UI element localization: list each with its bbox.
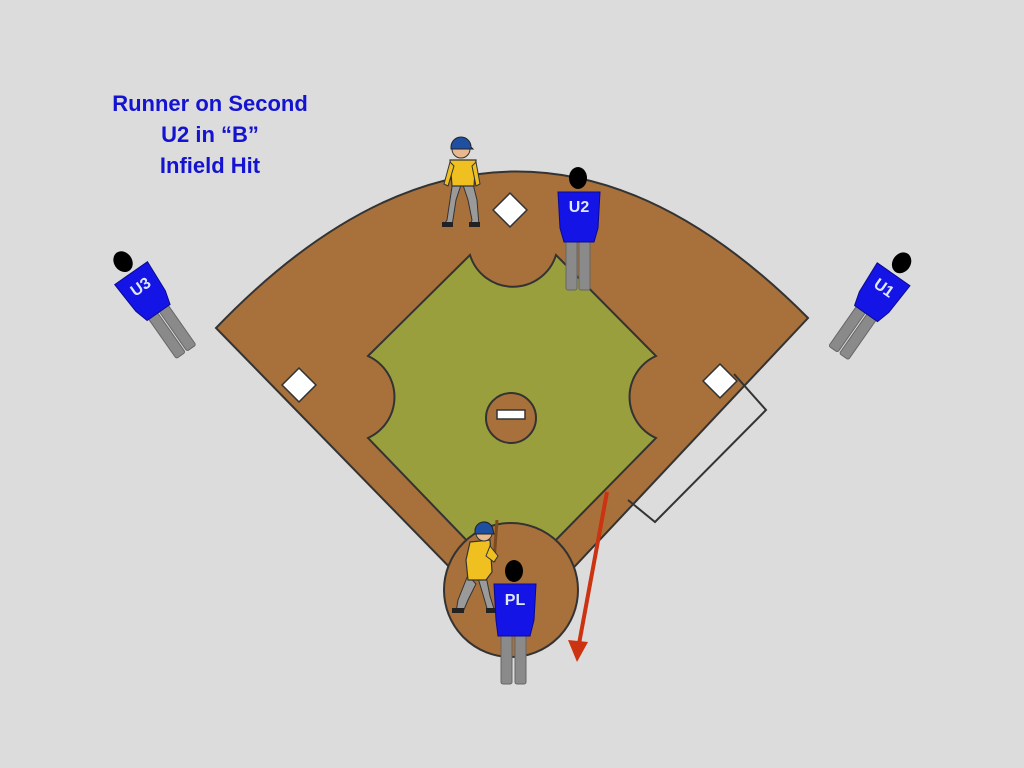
umpire-pl: PL	[493, 560, 537, 685]
first-base-coach-box	[627, 373, 768, 524]
umpire-u1: U1	[828, 252, 912, 360]
umpire-u2-label: U2	[569, 199, 590, 216]
batter-icon	[452, 519, 499, 613]
title-line-3: Infield Hit	[159, 153, 261, 178]
umpire-u2: U2	[557, 167, 601, 291]
second-base	[491, 191, 529, 229]
first-base	[701, 362, 739, 400]
title-line-1: Runner on Second	[112, 91, 308, 116]
umpire-u3: U3	[113, 251, 196, 359]
ball-direction-arrow	[568, 491, 609, 662]
diagram-title: Runner on Second U2 in “B” Infield Hit	[60, 88, 360, 181]
title-line-2: U2 in “B”	[161, 122, 259, 147]
umpire-pl-label: PL	[505, 592, 526, 609]
pitchers-rubber	[496, 409, 526, 420]
runner-on-second-icon	[442, 136, 481, 227]
third-base	[280, 366, 318, 404]
